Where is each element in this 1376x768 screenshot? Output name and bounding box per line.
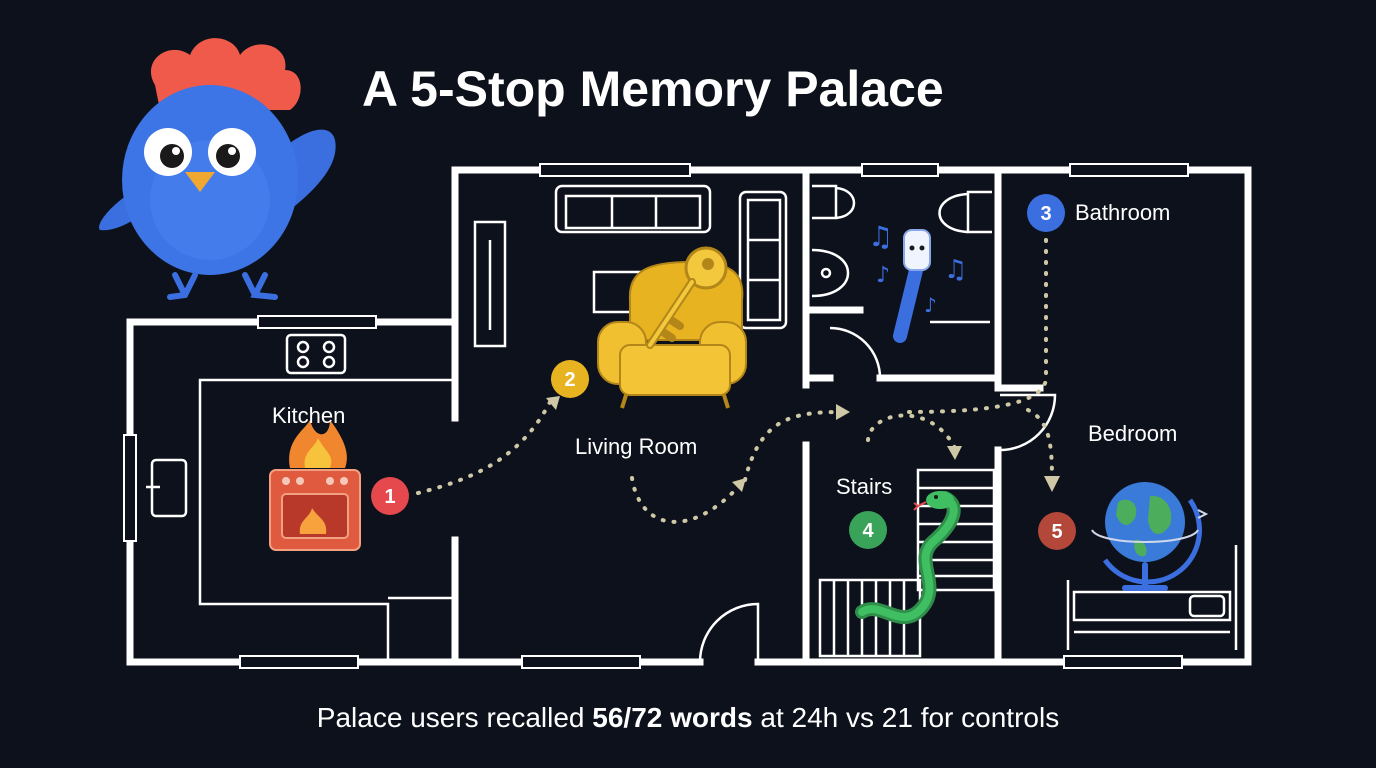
stop-number-5: 5 bbox=[1051, 521, 1062, 543]
stop-number-1: 1 bbox=[384, 486, 395, 508]
floor-plan bbox=[123, 163, 1252, 669]
armchair-key-icon bbox=[597, 246, 747, 409]
svg-text:♫: ♫ bbox=[944, 255, 967, 285]
burning-stove-icon bbox=[269, 420, 361, 551]
stop-number-2: 2 bbox=[564, 369, 575, 391]
singing-toothbrush-icon: ♫ ♪ ♫ ♪ bbox=[868, 220, 967, 343]
spinning-globe-icon bbox=[1091, 482, 1209, 591]
stop-number-3: 3 bbox=[1040, 203, 1051, 225]
svg-text:♪: ♪ bbox=[876, 263, 890, 288]
room-label-bathroom: Bathroom bbox=[1075, 200, 1170, 225]
caption-bold: 56/72 words bbox=[592, 702, 752, 733]
snake-icon bbox=[855, 491, 961, 624]
room-label-kitchen: Kitchen bbox=[272, 403, 345, 428]
svg-text:♪: ♪ bbox=[924, 293, 937, 317]
results-caption: Palace users recalled 56/72 words at 24h… bbox=[317, 702, 1059, 733]
stop-badge-3: 3 bbox=[1027, 194, 1065, 232]
room-label-living-room: Living Room bbox=[575, 434, 697, 459]
room-label-bedroom: Bedroom bbox=[1088, 421, 1177, 446]
caption-post: at 24h vs 21 for controls bbox=[753, 702, 1060, 733]
page-title: A 5-Stop Memory Palace bbox=[362, 61, 944, 117]
caption-pre: Palace users recalled bbox=[317, 702, 592, 733]
svg-text:♫: ♫ bbox=[868, 220, 893, 253]
stop-badge-1: 1 bbox=[371, 477, 409, 515]
stop-badge-2: 2 bbox=[551, 360, 589, 398]
route-path bbox=[416, 238, 1060, 524]
bird-mascot-icon bbox=[99, 38, 336, 300]
stop-badge-5: 5 bbox=[1038, 512, 1076, 550]
stop-number-4: 4 bbox=[862, 520, 874, 542]
stop-badge-4: 4 bbox=[849, 511, 887, 549]
room-label-stairs: Stairs bbox=[836, 474, 892, 499]
